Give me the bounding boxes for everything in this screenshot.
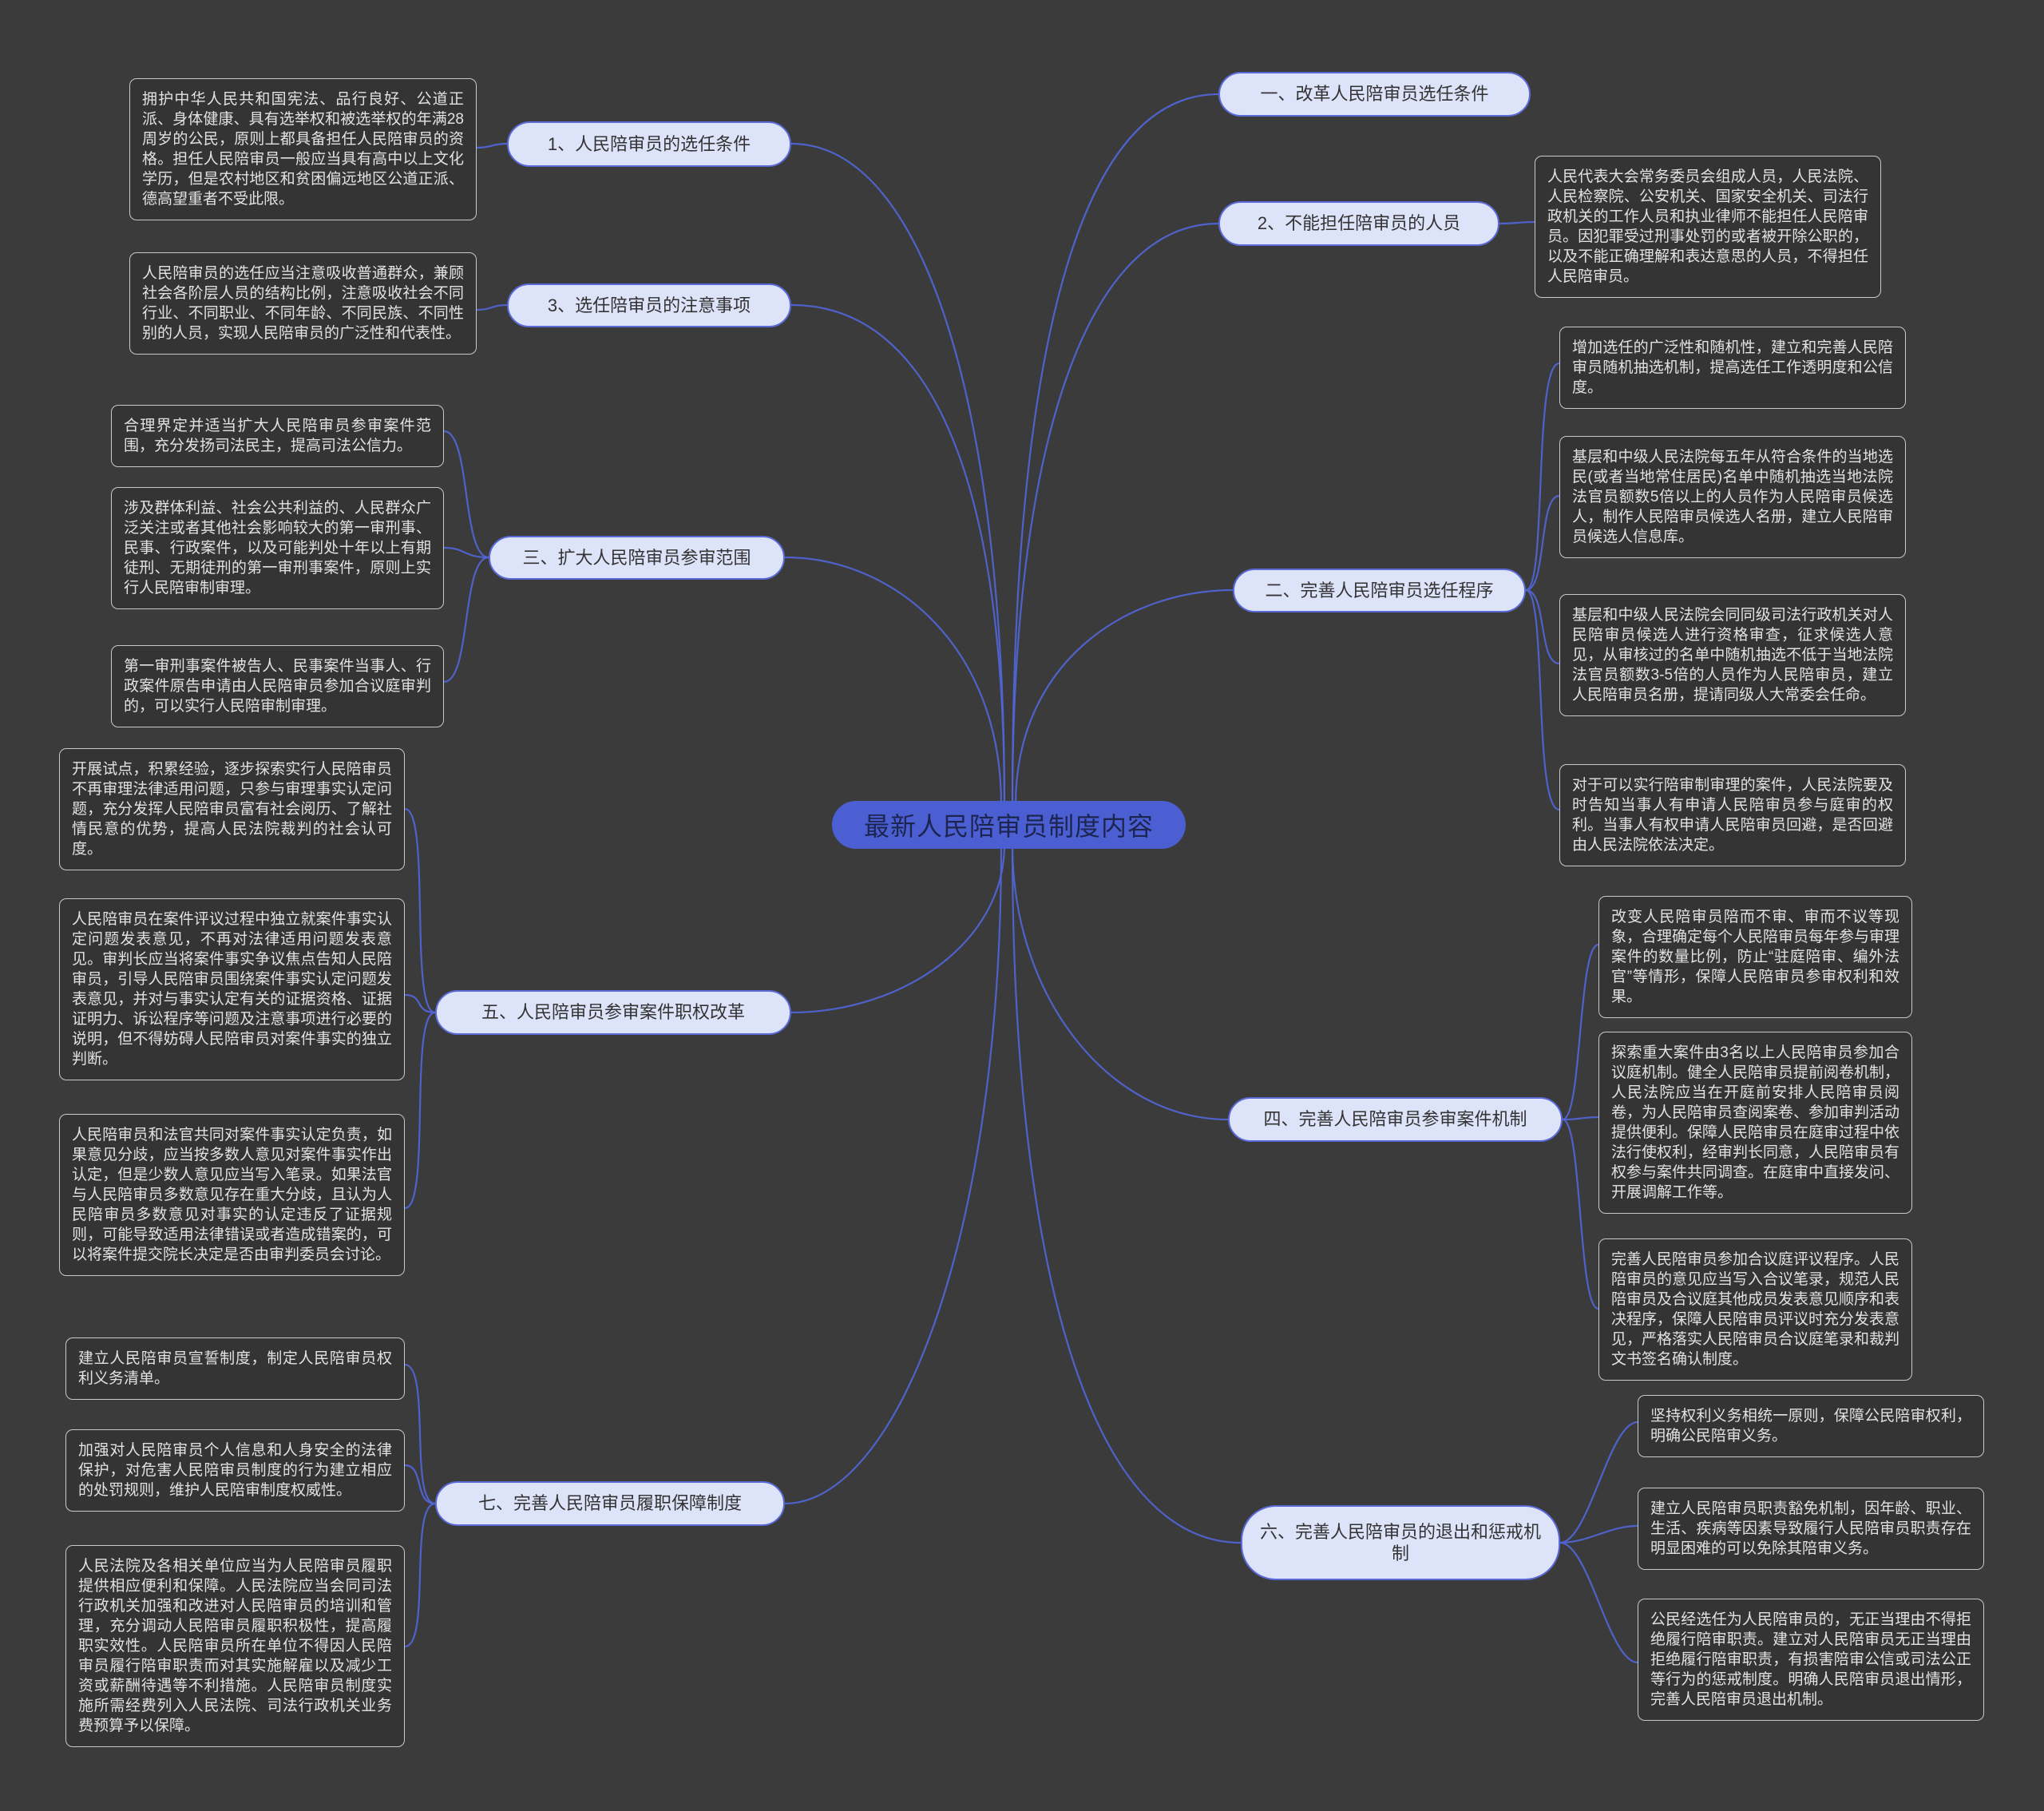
detail-node: 加强对人民陪审员个人信息和人身安全的法律保护，对危害人民陪审员制度的行为建立相应… — [65, 1429, 405, 1512]
connector-topic-to-detail — [1525, 588, 1560, 665]
detail-node: 合理界定并适当扩大人民陪审员参审案件范围，充分发扬司法民主，提高司法公信力。 — [111, 405, 444, 467]
detail-node: 完善人民陪审员参加合议庭评议程序。人民陪审员的意见应当写入合议笔录，规范人民陪审… — [1598, 1238, 1912, 1381]
topic-node: 三、扩大人民陪审员参审范围 — [489, 536, 785, 580]
topic-node: 一、改革人民陪审员选任条件 — [1218, 72, 1531, 117]
connector-topic-to-detail — [404, 1464, 436, 1505]
connector-topic-to-detail — [404, 1011, 436, 1210]
detail-node: 涉及群体利益、社会公共利益的、人民群众广泛关注或者其他社会影响较大的第一审刑事、… — [111, 487, 444, 609]
topic-node: 七、完善人民陪审员履职保障制度 — [435, 1481, 785, 1526]
connector-topic-to-detail — [443, 546, 489, 559]
topic-node: 1、人民陪审员的选任条件 — [507, 121, 791, 167]
connector-topic-to-detail — [1562, 1116, 1599, 1121]
connector-topic-to-detail — [1562, 943, 1599, 1121]
connector-central-to-topic — [1011, 844, 1229, 1121]
connector-topic-to-detail — [443, 430, 489, 559]
connector-central-to-topic — [790, 142, 1006, 806]
detail-node: 对于可以实行陪审制审理的案件，人民法院要及时告知当事人有申请人民陪审员参与庭审的… — [1559, 764, 1906, 866]
connector-topic-to-detail — [1562, 1118, 1599, 1310]
connector-topic-to-detail — [404, 993, 436, 1014]
connector-topic-to-detail — [1499, 220, 1535, 225]
detail-node: 人民陪审员和法官共同对案件事实认定负责，如果意见分歧，应当按多数人意见对案件事实… — [59, 1114, 405, 1276]
topic-node: 二、完善人民陪审员选任程序 — [1233, 569, 1526, 612]
connector-central-to-topic — [1011, 93, 1219, 806]
connector-topic-to-detail — [1525, 494, 1560, 592]
detail-node: 开展试点，积累经验，逐步探索实行人民陪审员不再审理法律适用问题，只参与审理事实认… — [59, 748, 405, 870]
connector-central-to-topic — [784, 556, 1003, 806]
connector-topic-to-detail — [443, 556, 489, 684]
connector-central-to-topic — [1011, 222, 1219, 806]
connector-topic-to-detail — [476, 303, 508, 311]
connector-central-to-topic — [790, 303, 1006, 806]
detail-node: 基层和中级人民法院会同同级司法行政机关对人民陪审员候选人进行资格审查，征求候选人… — [1559, 594, 1906, 716]
connector-topic-to-detail — [404, 1363, 436, 1505]
topic-node: 五、人民陪审员参审案件职权改革 — [435, 990, 791, 1035]
connector-central-to-topic — [790, 844, 1006, 1014]
detail-node: 公民经选任为人民陪审员的，无正当理由不得拒绝履行陪审职责。建立对人民陪审员无正当… — [1638, 1599, 1984, 1721]
detail-node: 建立人民陪审员职责豁免机制，因年龄、职业、生活、疾病等因素导致履行人民陪审员职责… — [1638, 1488, 1984, 1570]
detail-node: 增加选任的广泛性和随机性，建立和完善人民陪审员随机抽选机制，提高选任工作透明度和… — [1559, 327, 1906, 409]
connector-topic-to-detail — [1559, 1524, 1638, 1544]
connector-central-to-topic — [1014, 588, 1234, 806]
topic-node: 2、不能担任陪审员的人员 — [1218, 201, 1499, 246]
connector-topic-to-detail — [1559, 1541, 1638, 1664]
central-topic-node: 最新人民陪审员制度内容 — [832, 801, 1186, 849]
connector-topic-to-detail — [404, 1502, 436, 1648]
detail-node: 坚持权利义务相统一原则，保障公民陪审权利，明确公民陪审义务。 — [1638, 1395, 1984, 1457]
detail-node: 人民代表大会常务委员会组成人员，人民法院、人民检察院、公安机关、国家安全机关、司… — [1535, 156, 1881, 298]
detail-node: 人民法院及各相关单位应当为人民陪审员履职提供相应便利和保障。人民法院应当会同司法… — [65, 1545, 405, 1747]
detail-node: 拥护中华人民共和国宪法、品行良好、公道正派、身体健康、具有选举权和被选举权的年满… — [129, 78, 477, 220]
connector-topic-to-detail — [404, 807, 436, 1014]
connector-central-to-topic — [1011, 844, 1242, 1544]
detail-node: 基层和中级人民法院每五年从符合条件的当地选民(或者当地常住居民)名单中随机抽选当… — [1559, 436, 1906, 558]
connector-topic-to-detail — [1525, 588, 1560, 811]
topic-node: 四、完善人民陪审员参审案件机制 — [1228, 1097, 1563, 1142]
topic-node: 六、完善人民陪审员的退出和惩戒机制 — [1241, 1505, 1560, 1580]
detail-node: 建立人民陪审员宣誓制度，制定人民陪审员权利义务清单。 — [65, 1337, 405, 1400]
connector-central-to-topic — [784, 844, 1003, 1505]
detail-node: 人民陪审员在案件评议过程中独立就案件事实认定问题发表意见，不再对法律适用问题发表… — [59, 898, 405, 1080]
detail-node: 人民陪审员的选任应当注意吸收普通群众，兼顾社会各阶层人员的结构比例，注意吸收社会… — [129, 252, 477, 355]
connector-topic-to-detail — [476, 142, 508, 149]
detail-node: 改变人民陪审员陪而不审、审而不议等现象，合理确定每个人民陪审员每年参与审理案件的… — [1598, 896, 1912, 1018]
connector-topic-to-detail — [1559, 1421, 1638, 1544]
detail-node: 第一审刑事案件被告人、民事案件当事人、行政案件原告申请由人民陪审员参加合议庭审判… — [111, 645, 444, 727]
connector-topic-to-detail — [1525, 362, 1560, 592]
detail-node: 探索重大案件由3名以上人民陪审员参加合议庭机制。健全人民陪审员提前阅卷机制，人民… — [1598, 1032, 1912, 1214]
topic-node: 3、选任陪审员的注意事项 — [507, 283, 791, 327]
